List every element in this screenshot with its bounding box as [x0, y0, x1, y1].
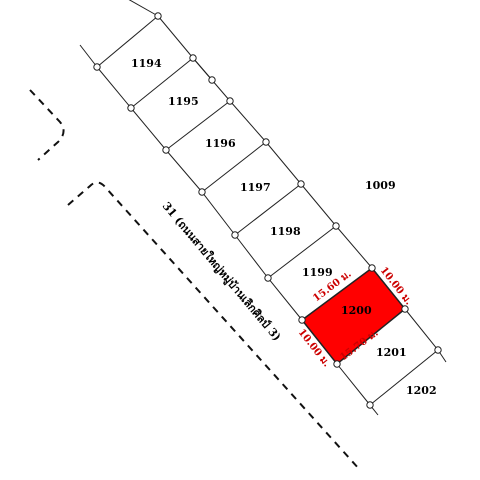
vertex	[231, 231, 239, 239]
extension-top	[128, 0, 159, 17]
lot-label-1199: 1199	[302, 266, 333, 279]
vertex	[401, 305, 409, 313]
vertex	[226, 97, 234, 105]
lot-label-1194: 1194	[131, 57, 162, 70]
road-edge-upper	[29, 89, 65, 161]
lot-label-1198: 1198	[270, 225, 301, 238]
divider-6	[267, 225, 337, 279]
lot-label-1197: 1197	[240, 181, 271, 194]
vertex	[198, 188, 206, 196]
vertex	[298, 316, 306, 324]
vertex	[368, 264, 376, 272]
vertex	[333, 360, 341, 368]
divider-3	[165, 100, 231, 151]
vertex	[264, 274, 272, 282]
strip-right-edge	[96, 66, 379, 416]
vertex	[208, 76, 216, 84]
extension-left	[79, 44, 98, 68]
divider-2	[130, 57, 194, 109]
vertex	[154, 12, 162, 20]
vertex	[366, 401, 374, 409]
vertex	[127, 104, 135, 112]
divider-5	[234, 183, 302, 236]
vertex	[434, 346, 442, 354]
lot-label-1009: 1009	[365, 179, 396, 192]
vertex	[262, 138, 270, 146]
lot-label-1196: 1196	[205, 137, 236, 150]
extension-1009	[192, 57, 213, 81]
lot-label-1200: 1200	[341, 304, 372, 317]
lot-label-1201: 1201	[376, 346, 407, 359]
vertex	[162, 146, 170, 154]
lot-label-1202: 1202	[406, 384, 437, 397]
road-edge-lower	[67, 181, 361, 471]
vertex	[93, 63, 101, 71]
road-label: 31 (ถนนสายใหญ่หมู่บ้านเลิกศิลป์ 3)	[159, 199, 284, 344]
lot-label-1195: 1195	[168, 95, 199, 108]
divider-1	[96, 15, 159, 68]
vertex-markers	[93, 12, 442, 409]
vertex	[297, 180, 305, 188]
divider-4	[201, 141, 267, 193]
vertex	[189, 54, 197, 62]
divider-9	[369, 349, 439, 406]
vertex	[332, 222, 340, 230]
